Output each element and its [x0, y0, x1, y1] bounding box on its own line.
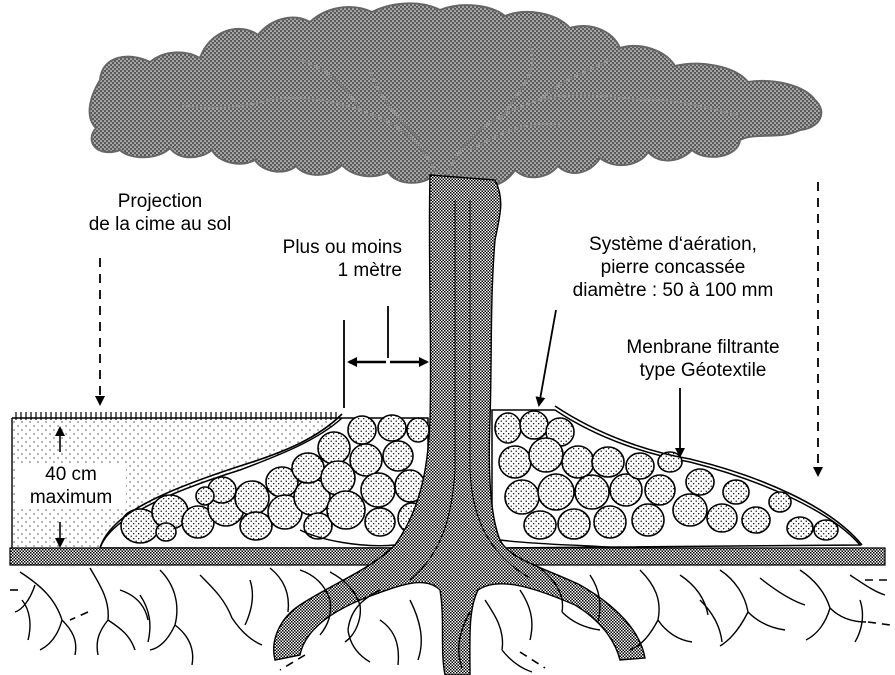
crown-projection-line-1: Projection	[60, 190, 260, 213]
depth-label: 40 cm maximum	[16, 463, 126, 509]
membrane-line-2: type Géotextile	[596, 359, 810, 382]
distance-line-1: Plus ou moins	[210, 236, 402, 259]
membrane-line-1: Menbrane filtrante	[596, 336, 810, 359]
filter-membrane-label: Menbrane filtrante type Géotextile	[596, 336, 810, 382]
aeration-line-1: Système d‘aération,	[528, 233, 818, 256]
crown-projection-line-2: de la cime au sol	[60, 213, 260, 236]
aeration-line-2: pierre concassée	[528, 256, 818, 279]
depth-line-2: maximum	[16, 486, 126, 509]
depth-line-1: 40 cm	[16, 463, 126, 486]
tree-canopy	[90, 3, 822, 188]
aeration-arrow	[539, 310, 556, 405]
distance-label: Plus ou moins 1 mètre	[210, 236, 402, 282]
aeration-line-3: diamètre : 50 à 100 mm	[528, 279, 818, 302]
aeration-system-label: Système d‘aération, pierre concassée dia…	[528, 233, 818, 302]
distance-line-2: 1 mètre	[210, 259, 402, 282]
crown-projection-label: Projection de la cime au sol	[60, 190, 260, 236]
